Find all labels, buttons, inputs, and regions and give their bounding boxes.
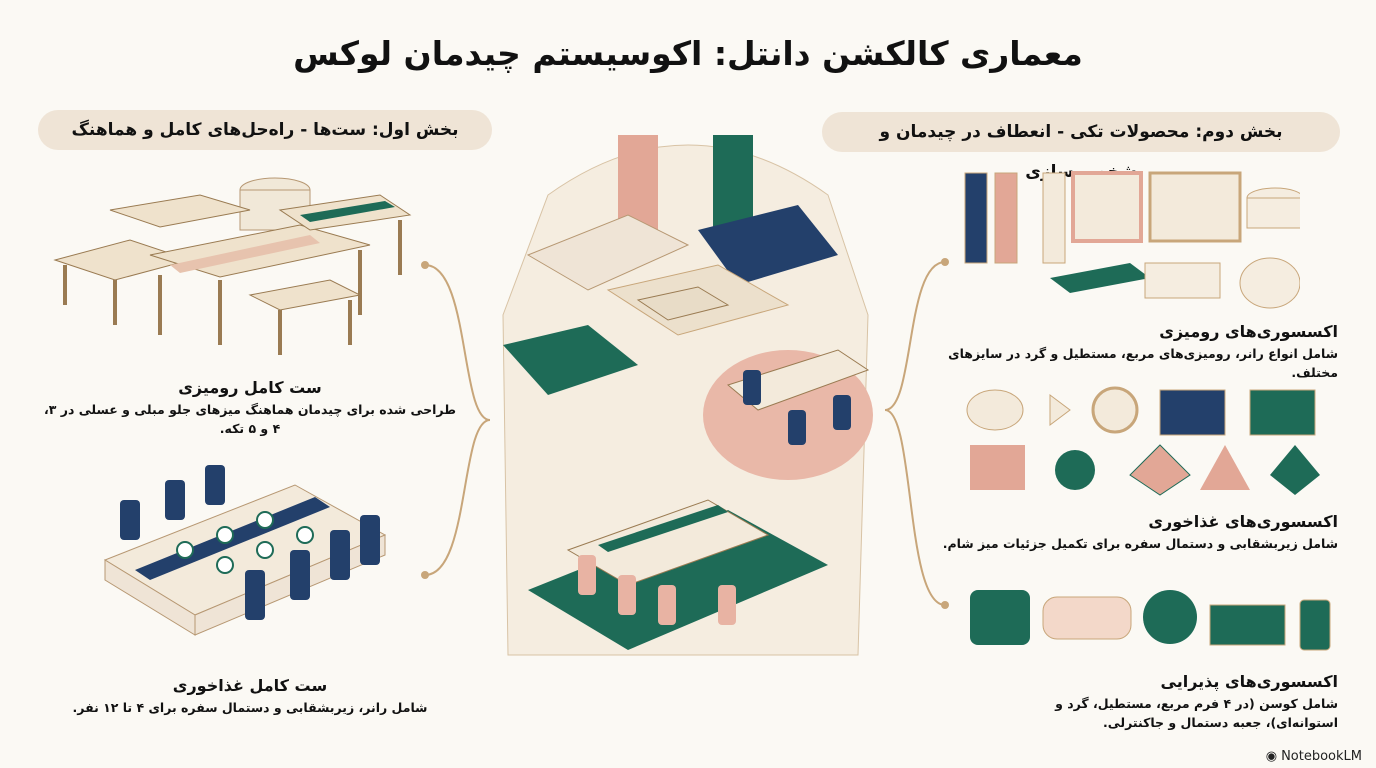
hospitality-accessories-title: اکسسوری‌های پذیرایی bbox=[1160, 672, 1338, 691]
dining-accessories-title: اکسسوری‌های غذاخوری bbox=[1148, 512, 1338, 531]
dining-set-illustration bbox=[103, 465, 387, 636]
notebooklm-logo-icon: ◉ bbox=[1265, 749, 1278, 764]
right-connector bbox=[884, 258, 949, 609]
brand-footer: ◉ NotebookLM bbox=[1266, 749, 1362, 764]
coffee-table-set-description: طراحی شده برای چیدمان هماهنگ میزهای جلو … bbox=[44, 402, 456, 436]
table-accessories-illustration bbox=[964, 171, 1300, 309]
left-connector bbox=[421, 261, 491, 579]
page-title: معماری کالکشن دانتل: اکوسیستم چیدمان لوک… bbox=[293, 34, 1083, 73]
dining-set-title: ست کامل غذاخوری bbox=[172, 676, 328, 695]
coffee-table-set-title: ست کامل رومیزی bbox=[178, 378, 322, 397]
dining-set-description: شامل رانر، زیربشقابی و دستمال سفره برای … bbox=[72, 700, 428, 715]
living-room-illustration bbox=[502, 135, 873, 656]
table-accessories-description: شامل انواع رانر، رومیزی‌های مربع، مستطیل… bbox=[948, 346, 1338, 380]
right-section-header: بخش دوم: محصولات تکی - انعطاف در چیدمان … bbox=[822, 112, 1340, 182]
left-section-header: بخش اول: ست‌ها - راه‌حل‌های کامل و هماهن… bbox=[38, 110, 492, 150]
hospitality-accessories-illustration bbox=[970, 590, 1331, 651]
coffee-table-set-illustration bbox=[53, 177, 412, 355]
dining-accessories-description: شامل زیربشقابی و دستمال سفره برای تکمیل … bbox=[942, 536, 1338, 551]
brand-label: NotebookLM bbox=[1281, 749, 1362, 764]
table-accessories-title: اکسسوری‌های رومیزی bbox=[1159, 322, 1338, 341]
hospitality-accessories-description: شامل کوسن (در ۴ فرم مربع، مستطیل، گرد و … bbox=[1055, 696, 1338, 730]
dining-accessories-illustration bbox=[966, 386, 1320, 496]
